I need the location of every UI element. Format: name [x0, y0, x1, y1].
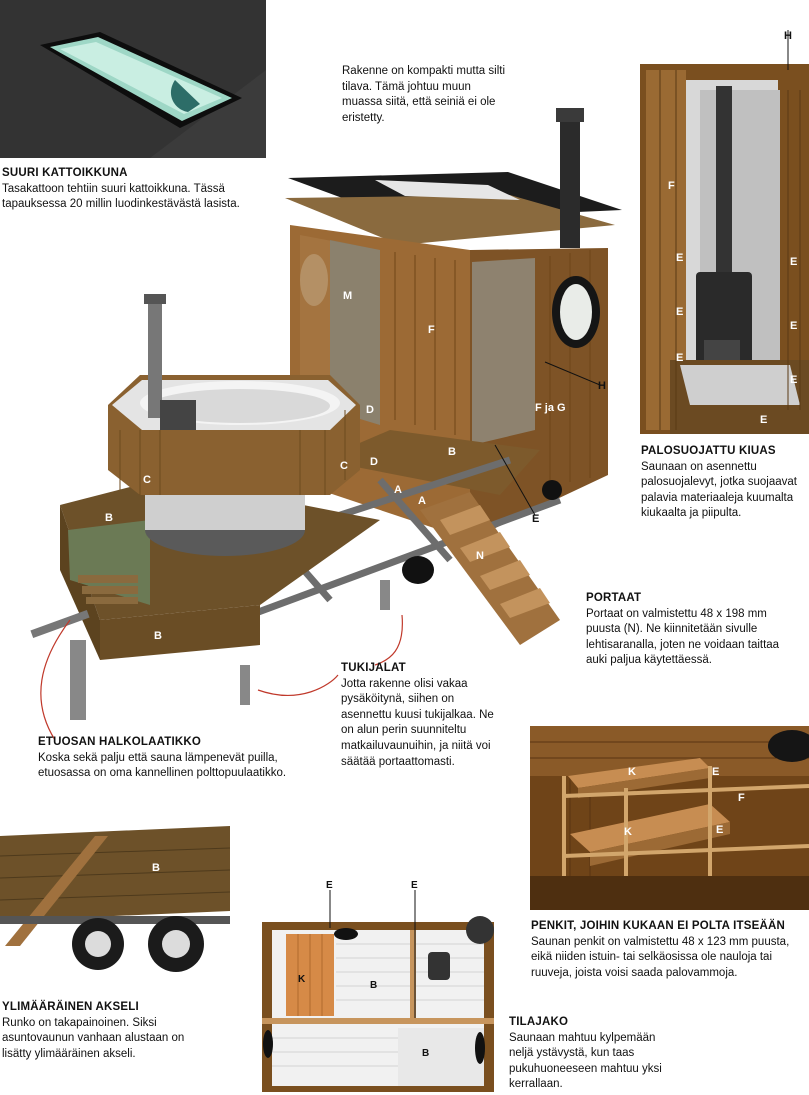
label-F: F [428, 324, 435, 336]
stairs-body: Portaat on valmistettu 48 x 198 mm puust… [586, 607, 780, 667]
stairs-caption: PORTAAT Portaat on valmistettu 48 x 198 … [586, 591, 796, 669]
label-E: E [676, 352, 684, 364]
stove-illustration: F E E E E E E E H [640, 30, 809, 434]
label-E: E [716, 824, 724, 836]
axle-illustration: B [0, 826, 230, 976]
label-E: E [712, 766, 720, 778]
label-N: N [476, 550, 484, 562]
jacks-title: TUKIJALAT [341, 662, 406, 674]
label-E: E [532, 513, 540, 525]
roof-window-body: Tasakattoon tehtiin suuri kattoikkuna. T… [2, 182, 240, 211]
benches-body: Saunan penkit on valmistettu 48 x 123 mm… [531, 935, 790, 979]
layout-title: TILAJAKO [509, 1016, 569, 1028]
benches-illustration: K K E E F [530, 726, 809, 910]
label-E: E [676, 306, 684, 318]
label-E: E [790, 374, 798, 386]
woodbox-body: Koska sekä palju että sauna lämpenevät p… [38, 751, 287, 780]
label-E: E [790, 320, 798, 332]
label-B: B [448, 446, 456, 458]
label-B: B [422, 1048, 430, 1059]
label-F: F [738, 792, 745, 804]
benches-title: PENKIT, JOIHIN KUKAAN EI POLTA ITSEÄÄN [531, 920, 786, 932]
label-A: A [418, 495, 426, 507]
label-E: E [790, 256, 798, 268]
woodbox-title: ETUOSAN HALKOLAATIKKO [38, 736, 202, 748]
layout-body: Saunaan mahtuu kylpemään neljä ystävystä… [509, 1031, 662, 1091]
label-B: B [370, 980, 378, 991]
label-H: H [784, 30, 792, 42]
axle-title: YLIMÄÄRÄINEN AKSELI [2, 1001, 139, 1013]
label-D: D [370, 456, 378, 468]
label-E: E [676, 252, 684, 264]
jacks-body: Jotta rakenne olisi vakaa pysäköitynä, s… [341, 677, 494, 768]
stove-caption: PALOSUOJATTU KIUAS Saunaan on asennettu … [641, 444, 807, 522]
label-F: F [668, 180, 675, 192]
label-K: K [298, 974, 306, 985]
label-E: E [760, 414, 768, 426]
label-M: M [343, 290, 353, 302]
floor-plan-illustration: E E K B B [258, 878, 500, 1095]
label-E: E [411, 880, 418, 891]
label-C: C [143, 474, 151, 486]
intro-body: Rakenne on kompakti mutta silti tilava. … [342, 65, 505, 124]
roof-window-title: SUURI KATTOIKKUNA [2, 167, 128, 179]
stairs-title: PORTAAT [586, 592, 642, 604]
roof-window-illustration [0, 0, 266, 158]
woodbox-caption: ETUOSAN HALKOLAATIKKO Koska sekä palju e… [38, 735, 298, 782]
jacks-caption: TUKIJALAT Jotta rakenne olisi vakaa pysä… [341, 661, 501, 770]
label-B: B [152, 862, 160, 874]
layout-caption: TILAJAKO Saunaan mahtuu kylpemään neljä … [509, 1015, 679, 1093]
label-D: D [366, 404, 374, 416]
axle-body: Runko on takapainoinen. Siksi asuntovaun… [2, 1016, 185, 1060]
label-B: B [154, 630, 162, 642]
benches-caption: PENKIT, JOIHIN KUKAAN EI POLTA ITSEÄÄN S… [531, 919, 807, 981]
main-trailer-illustration: M F F ja G D D C C B B B A A N N H E [0, 100, 640, 740]
stove-body: Saunaan on asennettu palosuojalevyt, jot… [641, 460, 797, 520]
label-K: K [624, 826, 632, 838]
label-H: H [598, 380, 606, 392]
label-F-ja-G: F ja G [535, 402, 566, 414]
intro-text: Rakenne on kompakti mutta silti tilava. … [342, 64, 512, 126]
stove-title: PALOSUOJATTU KIUAS [641, 445, 776, 457]
roof-window-caption: SUURI KATTOIKKUNA Tasakattoon tehtiin su… [2, 166, 264, 213]
label-A: A [394, 484, 402, 496]
label-C: C [340, 460, 348, 472]
label-K: K [628, 766, 636, 778]
axle-caption: YLIMÄÄRÄINEN AKSELI Runko on takapainoin… [2, 1000, 202, 1062]
label-N: N [476, 603, 484, 615]
label-E: E [326, 880, 333, 891]
label-B: B [105, 512, 113, 524]
